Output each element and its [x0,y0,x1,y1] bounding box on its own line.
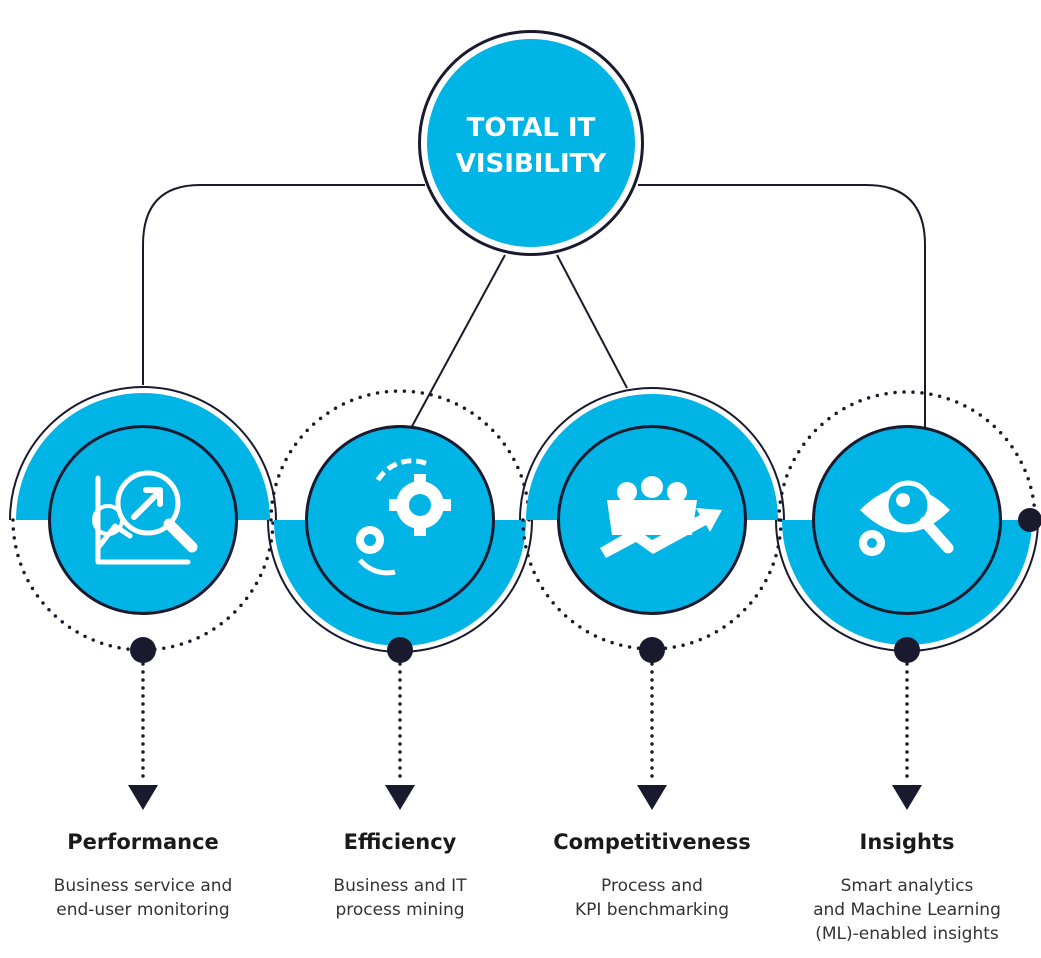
pillar-desc-line2: end-user monitoring [56,900,230,920]
performance-band [16,393,270,520]
connector-performance [142,184,425,385]
competitiveness-node [639,637,665,663]
pillar-desc-line1: Smart analytics [840,876,974,896]
pillar-desc-line2: and Machine Learning [813,900,1001,920]
label-performance: Performance Business service and end-use… [23,830,263,922]
hub: TOTAL IT VISIBILITY [418,30,644,256]
connector-insights [638,184,926,432]
people-growth-icon [600,476,722,558]
label-competitiveness: Competitiveness Process and KPI benchmar… [532,830,772,922]
efficiency-band [274,520,526,646]
pillar-performance [9,386,277,810]
pillar-title: Performance [67,830,219,854]
pillar-title: Insights [859,830,955,854]
performance-arrow [128,785,158,810]
pillar-competitiveness [519,387,785,810]
efficiency-node [387,637,413,663]
insights-band [782,520,1032,645]
pillar-desc-line1: Business and IT [333,876,467,896]
pillar-efficiency [267,389,533,810]
pillar-insights [775,390,1041,810]
pillar-desc-line2: process mining [335,900,465,920]
pillar-desc-line1: Business service and [53,876,233,896]
competitiveness-band [526,394,778,520]
connector-lines [142,184,926,432]
performance-outer-arc [9,386,277,521]
efficiency-arrow [385,785,415,810]
hub-title-line1: TOTAL IT [467,113,596,143]
competitiveness-outer-arc [519,387,785,521]
hub-title-line2: VISIBILITY [456,149,608,179]
label-efficiency: Efficiency Business and IT process minin… [280,830,520,922]
performance-dotted-arc [11,518,275,652]
magnifier-chart-icon [92,470,198,565]
insights-edge-node [1018,508,1041,532]
pillar-desc-line3: (ML)-enabled insights [815,924,999,944]
label-insights: Insights Smart analytics and Machine Lea… [787,830,1027,946]
eye-magnifier-gear-icon [859,480,954,556]
insights-dotted-arc [777,390,1037,522]
pillar-desc-line1: Process and [601,876,703,896]
insights-node [894,637,920,663]
connector-efficiency [409,254,506,431]
gears-cycle-icon [356,458,451,576]
connector-competitiveness [556,254,628,389]
pillar-desc-line2: KPI benchmarking [574,900,730,920]
insights-arrow [892,785,922,810]
competitiveness-arrow [637,785,667,810]
pillar-title: Efficiency [343,830,457,854]
pillar-title: Competitiveness [553,830,751,854]
performance-node [130,637,156,663]
